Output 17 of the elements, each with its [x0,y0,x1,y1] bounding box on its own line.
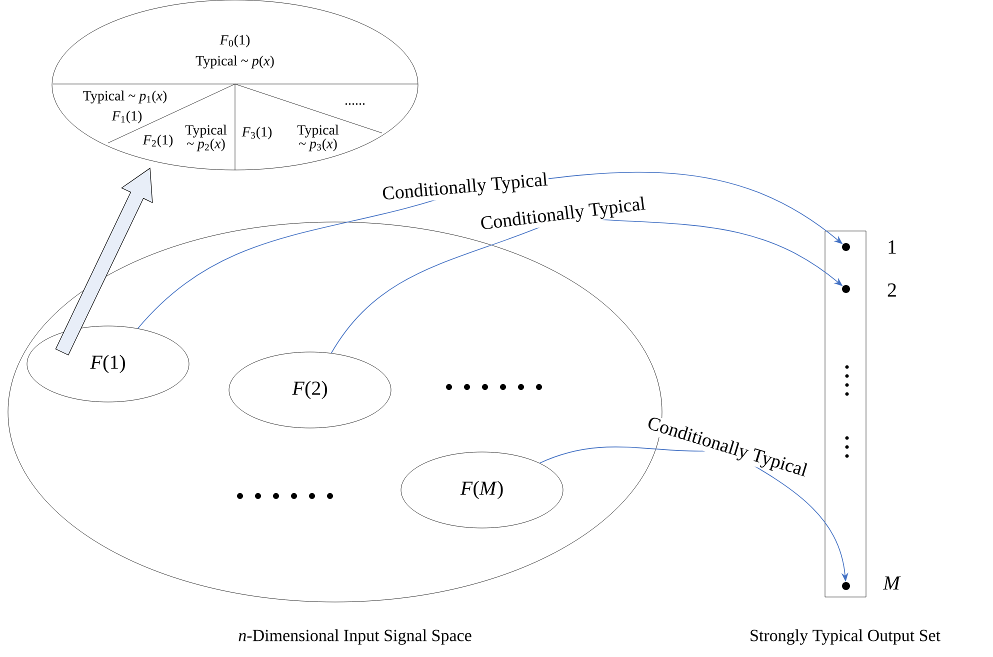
set-label: F$_{0}$(1) [220,34,250,48]
set-label: Typical ~ p$_{1}$(x) [83,90,167,104]
point-label: M [882,576,901,590]
set-label: Typical ~ p$_{2}$(x) [185,124,227,152]
set-label: Typical ~ p(x) [196,56,274,68]
edge-label: Conditionally Typical [380,171,550,205]
point-label: 1 [888,240,896,254]
set-label: Strongly Typical Output Set [750,629,940,645]
set-label: F$_{1}$(1) [112,110,142,124]
set-label: Typical ~ p$_{3}$(x) [297,124,339,152]
set-label: n-Dimensional Input Signal Space [238,629,472,645]
set-label: F$_{2}$(1) [142,134,173,148]
edge-label: Conditionally Typical [478,195,648,235]
block-arrow [55,168,153,356]
set-label: ...... [345,103,365,105]
set-label: F$_{3}$(1) [242,126,272,140]
point-label: 2 [888,283,896,297]
